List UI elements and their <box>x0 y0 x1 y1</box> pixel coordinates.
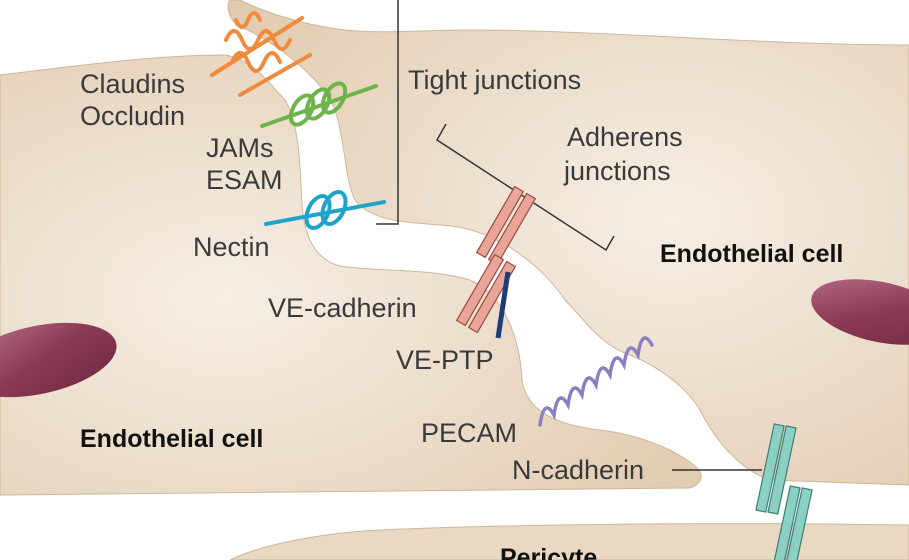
pecam-protein <box>538 336 654 427</box>
left-nucleus <box>0 322 117 398</box>
label-adherens: Adherens <box>567 122 683 152</box>
label-nectin: Nectin <box>193 232 270 262</box>
claudins-occludin-protein <box>210 11 312 97</box>
label-pecam: PECAM <box>421 418 517 448</box>
label-claudins: Claudins <box>80 69 185 99</box>
nectin-protein <box>264 190 386 230</box>
label-n-cadherin: N-cadherin <box>512 455 644 485</box>
ve-cadherin-protein <box>455 185 537 334</box>
label-jams: JAMs <box>206 133 274 163</box>
n-cadherin-protein <box>755 423 813 560</box>
jams-esam-protein <box>260 81 378 128</box>
label-endothelial-cell-left: Endothelial cell <box>80 425 263 453</box>
tight-junction-bracket <box>376 0 399 225</box>
label-endothelial-cell-right: Endothelial cell <box>660 240 843 268</box>
label-esam: ESAM <box>206 165 283 195</box>
ve-ptp-protein <box>495 271 511 339</box>
label-junctions: junctions <box>563 156 671 186</box>
label-ve-cadherin: VE-cadherin <box>268 293 417 323</box>
right-nucleus <box>811 279 909 345</box>
label-pericyte: Pericyte <box>500 544 597 560</box>
pericyte-cell <box>229 523 909 560</box>
label-ve-ptp: VE-PTP <box>396 345 494 375</box>
label-tight-junctions: Tight junctions <box>408 65 581 95</box>
label-occludin: Occludin <box>80 101 185 131</box>
